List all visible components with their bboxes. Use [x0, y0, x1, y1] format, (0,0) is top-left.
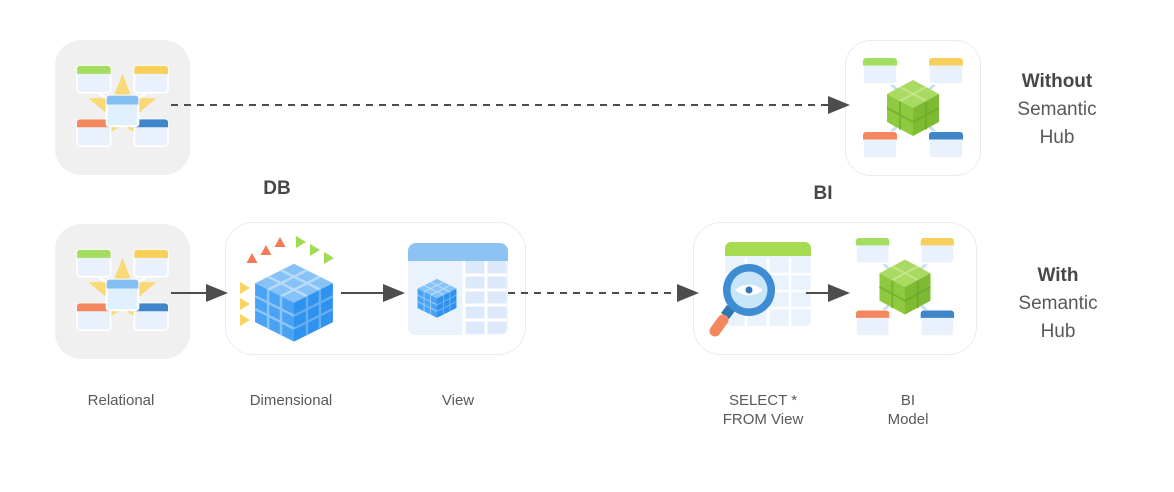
- caption-dimensional: Dimensional: [249, 392, 333, 409]
- legend-without-line3: Hub: [1039, 127, 1075, 148]
- legend-with: With Semantic Hub: [1018, 262, 1097, 346]
- without-target-card: [845, 40, 981, 176]
- legend-with-line2: Semantic: [1018, 293, 1098, 314]
- legend-without-emphasis: Without: [1021, 71, 1093, 92]
- caption-select-line2: FROM View: [722, 411, 804, 428]
- relational-source-card-bottom: [55, 224, 190, 359]
- hub-cube-icon: [861, 56, 965, 160]
- legend-without-line2: Semantic: [1017, 99, 1097, 120]
- db-group-card: [225, 222, 526, 355]
- legend-without: Without Semantic Hub: [1017, 68, 1096, 152]
- db-group-label: DB: [263, 178, 291, 199]
- caption-bi-model-line1: BI: [900, 392, 916, 409]
- bi-group-card: [693, 222, 977, 355]
- bi-group-label: BI: [813, 183, 833, 204]
- legend-with-emphasis: With: [1037, 265, 1079, 286]
- hub-cube-icon: [854, 236, 956, 338]
- caption-bi-model: BI Model: [888, 391, 929, 429]
- caption-relational: Relational: [87, 392, 155, 409]
- relational-source-card-top: [55, 40, 190, 175]
- caption-bi-model-line2: Model: [887, 411, 929, 428]
- legend-with-line3: Hub: [1040, 321, 1076, 342]
- star-schema-icon: [73, 242, 172, 341]
- star-schema-icon: [73, 58, 172, 157]
- cube-3d-icon: [238, 234, 344, 346]
- caption-select-from-view: SELECT * FROM View: [723, 391, 804, 429]
- caption-select-line1: SELECT *: [728, 392, 798, 409]
- table-magnifier-icon: [709, 240, 813, 352]
- caption-view: View: [441, 392, 475, 409]
- table-with-cube-icon: [407, 242, 509, 338]
